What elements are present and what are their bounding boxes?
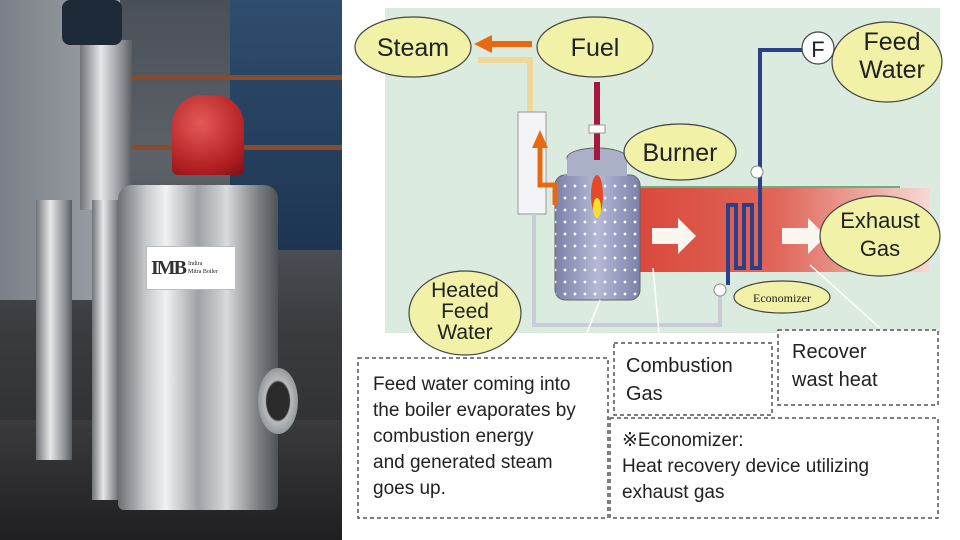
flame-core <box>593 198 601 218</box>
arrow-left-icon <box>474 35 492 53</box>
callout-text: exhaust gas <box>622 482 724 503</box>
svg-text:Burner: Burner <box>642 139 717 167</box>
callout-combustion-box <box>613 342 773 416</box>
side-pipe <box>36 200 72 460</box>
callout-text: ※Economizer: <box>622 430 744 451</box>
callout-text: Heat recovery device utilizing <box>622 456 869 477</box>
valve <box>62 0 122 45</box>
callout-text: wast heat <box>791 369 878 391</box>
leader-lines <box>577 264 881 356</box>
outlet-valve <box>713 283 727 297</box>
fuel-valve <box>588 124 606 134</box>
steam-pipe <box>478 57 533 120</box>
logo-mark: IMB <box>151 256 187 279</box>
vertical-pipe <box>92 200 120 500</box>
label-burner: Burner <box>623 123 737 181</box>
boiler-diagram: Steam Fuel Feed Water F Burner Exhaust G… <box>354 8 943 519</box>
svg-text:Feed: Feed <box>864 28 921 56</box>
railing <box>130 75 342 80</box>
label-economizer: Economizer <box>733 280 831 314</box>
callout-text: Gas <box>626 383 663 405</box>
callout-recover-box <box>777 329 939 406</box>
boiler-tank <box>118 185 278 510</box>
callout-text: Recover <box>792 341 867 363</box>
label-fuel: Fuel <box>536 16 654 78</box>
feed-water-pipe <box>726 48 803 285</box>
svg-text:Feed: Feed <box>441 300 489 323</box>
svg-text:Heated: Heated <box>431 279 499 302</box>
svg-text:F: F <box>811 37 824 62</box>
steam-pipe <box>80 40 132 210</box>
callout-text: Feed water coming into <box>373 374 571 395</box>
gas-flow-arrow-icon <box>782 218 826 254</box>
heated-feed-pipe <box>532 214 722 327</box>
boiler-dome <box>567 158 627 176</box>
label-heated-feed-water: Heated Feed Water <box>408 270 522 356</box>
svg-text:Fuel: Fuel <box>571 34 620 62</box>
svg-text:Economizer: Economizer <box>753 291 811 305</box>
label-feed-water: Feed Water <box>831 21 943 103</box>
logo-line: Mitra Boiler <box>188 269 218 275</box>
arrow-up-icon <box>532 130 548 148</box>
callout-text: Combustion <box>626 355 733 377</box>
flow-meter-icon: F <box>801 31 835 65</box>
svg-text:Exhaust: Exhaust <box>840 208 920 233</box>
callout-text: goes up. <box>373 478 446 499</box>
label-exhaust-gas: Exhaust Gas <box>819 195 941 277</box>
svg-text:Steam: Steam <box>377 34 449 62</box>
callout-text: and generated steam <box>373 452 553 473</box>
check-valve <box>750 165 764 179</box>
svg-text:Water: Water <box>859 56 925 84</box>
gas-flow-arrow-icon <box>652 218 696 254</box>
callout-text: combustion energy <box>373 426 534 447</box>
burner-unit <box>172 95 244 175</box>
svg-text:Water: Water <box>437 321 492 344</box>
callout-economizer-box <box>609 417 939 519</box>
logo-line: Indira <box>188 261 203 267</box>
callout-boiler-box <box>357 357 609 519</box>
svg-text:Gas: Gas <box>860 236 900 261</box>
boiler-tubes <box>555 175 640 300</box>
callout-text: the boiler evaporates by <box>373 400 576 421</box>
steam-flow-arrow <box>537 145 558 205</box>
label-steam: Steam <box>354 16 472 78</box>
inspection-port <box>258 368 298 434</box>
